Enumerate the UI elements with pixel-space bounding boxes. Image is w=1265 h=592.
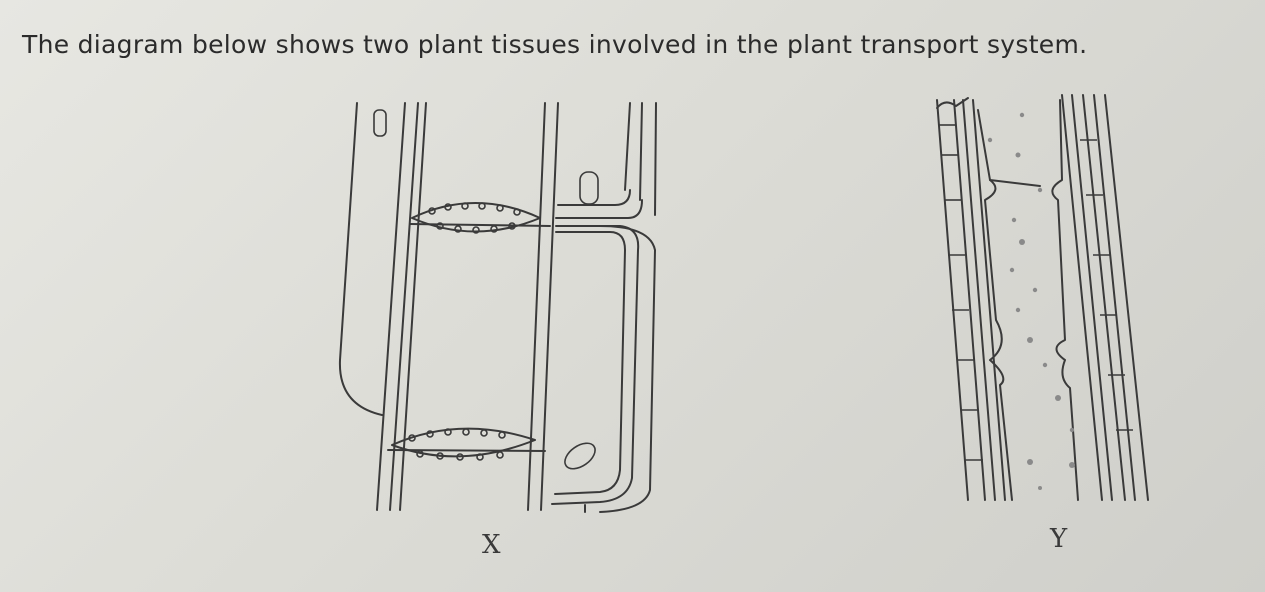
label-x: X <box>482 530 501 560</box>
companion-nucleus-top <box>373 109 387 137</box>
tissue-x-phloem <box>338 102 657 513</box>
companion-nucleus-bottom <box>564 442 596 470</box>
sieve-plate-bottom <box>387 427 546 461</box>
question-text: The diagram below shows two plant tissue… <box>22 30 1088 59</box>
tissue-y-xylem <box>936 94 1149 501</box>
label-y: Y <box>1050 524 1068 554</box>
companion-nucleus-right <box>579 171 599 205</box>
sieve-plate-top <box>409 202 551 234</box>
companion-cells-right <box>551 102 657 513</box>
